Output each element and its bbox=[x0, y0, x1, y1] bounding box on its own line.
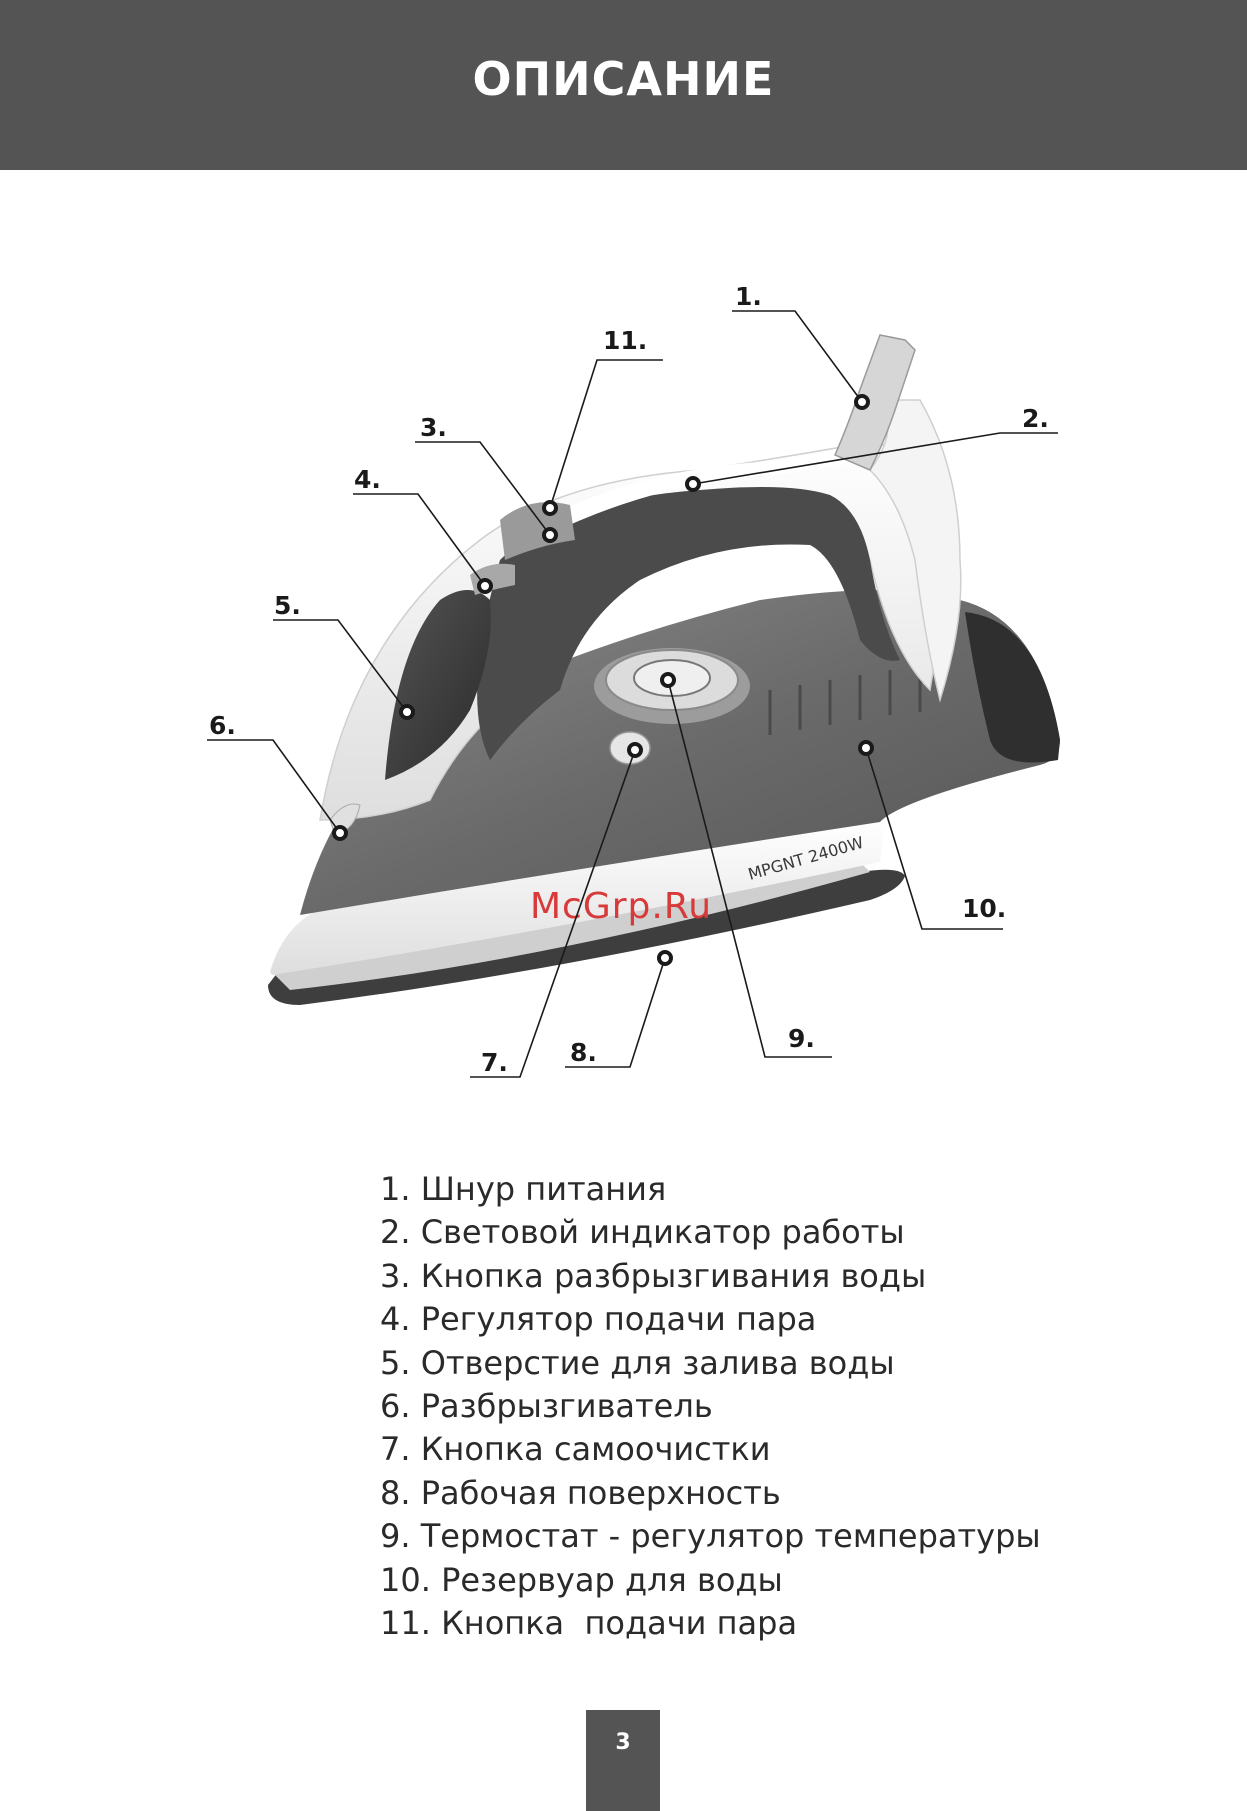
iron-diagram: MPGNT 2400W McGrp.Ru 1. 2. 3. 4. 5. 6. 7… bbox=[207, 282, 1060, 1078]
page-number-tab: 3 bbox=[586, 1710, 660, 1811]
callout-label-9: 9. bbox=[788, 1024, 815, 1053]
callout-label-7: 7. bbox=[481, 1048, 508, 1077]
list-item: 2. Световой индикатор работы bbox=[380, 1213, 905, 1252]
callout-label-4: 4. bbox=[354, 465, 381, 494]
list-item: 10. Резервуар для воды bbox=[380, 1560, 783, 1599]
callout-label-10: 10. bbox=[962, 894, 1006, 923]
list-item: 7. Кнопка самоочистки bbox=[380, 1430, 771, 1469]
list-item: 4. Регулятор подачи пара bbox=[380, 1300, 817, 1339]
list-item: 11. Кнопка подачи пара bbox=[380, 1604, 798, 1643]
header-band: ОПИСАНИЕ bbox=[0, 0, 1247, 170]
parts-list: 1. Шнур питания 2. Световой индикатор ра… bbox=[380, 1168, 1041, 1645]
callout-label-11: 11. bbox=[603, 326, 647, 355]
callout-label-1: 1. bbox=[735, 282, 762, 311]
iron-base bbox=[300, 590, 1060, 915]
list-item: 6. Разбрызгиватель bbox=[380, 1387, 713, 1426]
iron-handle bbox=[477, 486, 900, 760]
callout-label-5: 5. bbox=[274, 591, 301, 620]
callout-label-3: 3. bbox=[420, 413, 447, 442]
callout-label-2: 2. bbox=[1022, 404, 1049, 433]
callout-label-8: 8. bbox=[570, 1038, 597, 1067]
list-item: 5. Отверстие для залива воды bbox=[380, 1343, 895, 1382]
callout-dots bbox=[332, 394, 874, 966]
list-item: 8. Рабочая поверхность bbox=[380, 1473, 781, 1512]
callout-label-6: 6. bbox=[209, 711, 236, 740]
page-title: ОПИСАНИЕ bbox=[472, 52, 775, 106]
list-item: 3. Кнопка разбрызгивания воды bbox=[380, 1256, 927, 1295]
spray-button bbox=[500, 502, 575, 560]
page-number: 3 bbox=[615, 1730, 631, 1755]
list-item: 1. Шнур питания bbox=[380, 1170, 667, 1208]
watermark-text: McGrp.Ru bbox=[530, 886, 712, 927]
list-item: 9. Термостат - регулятор температуры bbox=[380, 1517, 1041, 1556]
water-window bbox=[385, 590, 491, 780]
leader-lines bbox=[207, 310, 1058, 1078]
